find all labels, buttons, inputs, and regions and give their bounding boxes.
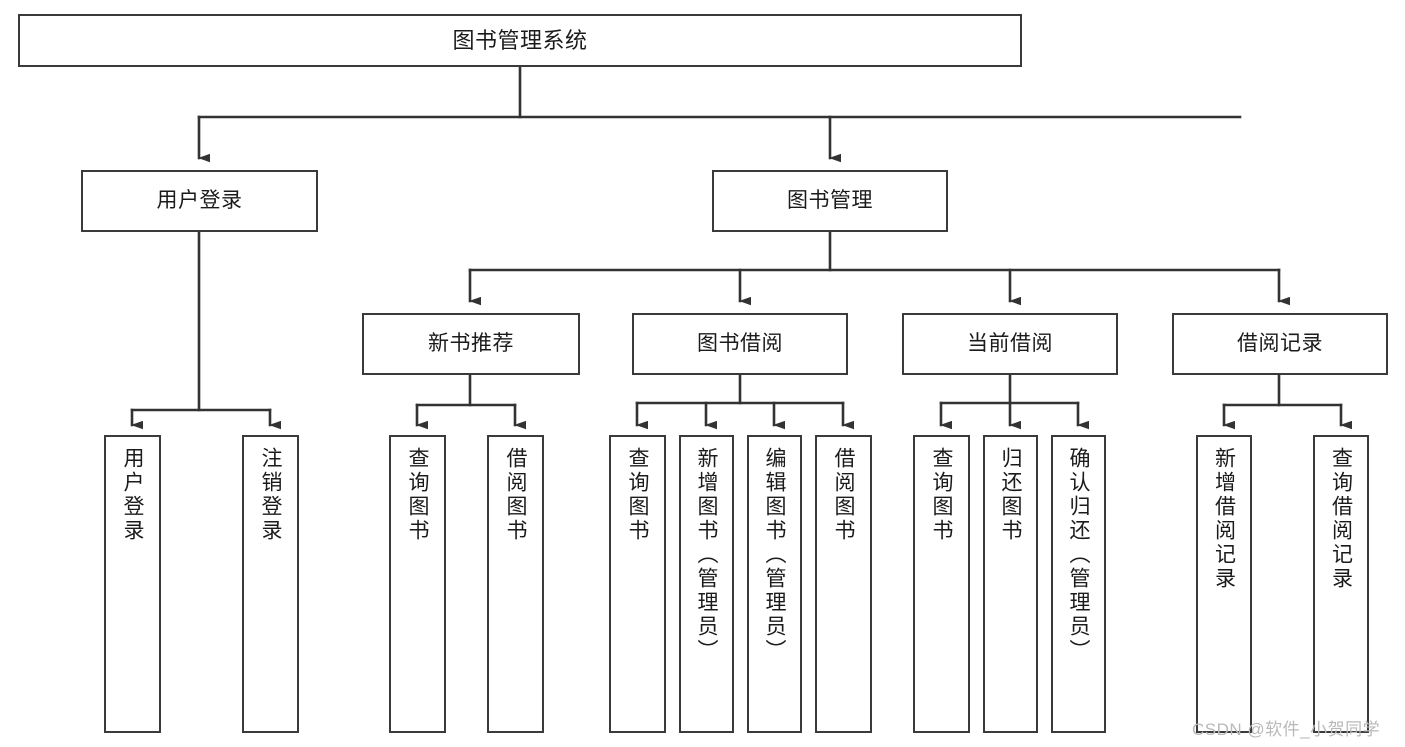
node-label: 借阅记录 bbox=[1237, 331, 1323, 355]
node-leaf-query-book-borrow[interactable]: 查询图书 bbox=[609, 435, 666, 733]
node-label: 确认归还（管理员） bbox=[1067, 447, 1090, 663]
node-label: 查询图书 bbox=[626, 447, 649, 543]
node-label: 当前借阅 bbox=[967, 331, 1053, 355]
node-label: 编辑图书（管理员） bbox=[763, 447, 786, 663]
node-leaf-confirm-return-admin[interactable]: 确认归还（管理员） bbox=[1051, 435, 1106, 733]
node-leaf-edit-book-admin[interactable]: 编辑图书（管理员） bbox=[747, 435, 802, 733]
node-leaf-logout[interactable]: 注销登录 bbox=[242, 435, 299, 733]
node-leaf-query-book-current[interactable]: 查询图书 bbox=[913, 435, 970, 733]
node-leaf-borrow-book-recommend[interactable]: 借阅图书 bbox=[487, 435, 544, 733]
node-book-borrow[interactable]: 图书借阅 bbox=[632, 313, 848, 375]
node-label: 借阅图书 bbox=[832, 447, 855, 543]
node-leaf-user-login[interactable]: 用户登录 bbox=[104, 435, 161, 733]
node-label: 查询借阅记录 bbox=[1329, 447, 1353, 591]
node-leaf-borrow-book[interactable]: 借阅图书 bbox=[815, 435, 872, 733]
csdn-watermark: CSDN @软件_小贺同学 bbox=[1192, 720, 1381, 739]
node-leaf-query-book-recommend[interactable]: 查询图书 bbox=[389, 435, 446, 733]
node-label: 查询图书 bbox=[406, 447, 429, 543]
node-label: 查询图书 bbox=[930, 447, 953, 543]
node-label: 用户登录 bbox=[121, 447, 144, 543]
node-current-borrow[interactable]: 当前借阅 bbox=[902, 313, 1118, 375]
node-label: 新书推荐 bbox=[428, 331, 514, 355]
node-label: 新增借阅记录 bbox=[1212, 447, 1236, 591]
node-leaf-add-book-admin[interactable]: 新增图书（管理员） bbox=[679, 435, 734, 733]
node-label: 归还图书 bbox=[999, 447, 1022, 543]
node-borrow-record[interactable]: 借阅记录 bbox=[1172, 313, 1388, 375]
node-label: 新增图书（管理员） bbox=[695, 447, 718, 663]
node-label: 用户登录 bbox=[156, 188, 243, 212]
node-book-management[interactable]: 图书管理 bbox=[712, 170, 948, 232]
node-leaf-query-borrow-record[interactable]: 查询借阅记录 bbox=[1313, 435, 1369, 733]
node-label: 图书管理 bbox=[787, 188, 873, 212]
node-new-book-recommend[interactable]: 新书推荐 bbox=[362, 313, 580, 375]
node-leaf-return-book[interactable]: 归还图书 bbox=[983, 435, 1038, 733]
node-label: 注销登录 bbox=[259, 447, 282, 543]
node-label: 图书借阅 bbox=[697, 331, 783, 355]
node-leaf-add-borrow-record[interactable]: 新增借阅记录 bbox=[1196, 435, 1252, 733]
node-root-system[interactable]: 图书管理系统 bbox=[18, 14, 1022, 67]
node-label: 借阅图书 bbox=[504, 447, 527, 543]
node-label: 图书管理系统 bbox=[452, 27, 588, 53]
node-user-login[interactable]: 用户登录 bbox=[81, 170, 318, 232]
